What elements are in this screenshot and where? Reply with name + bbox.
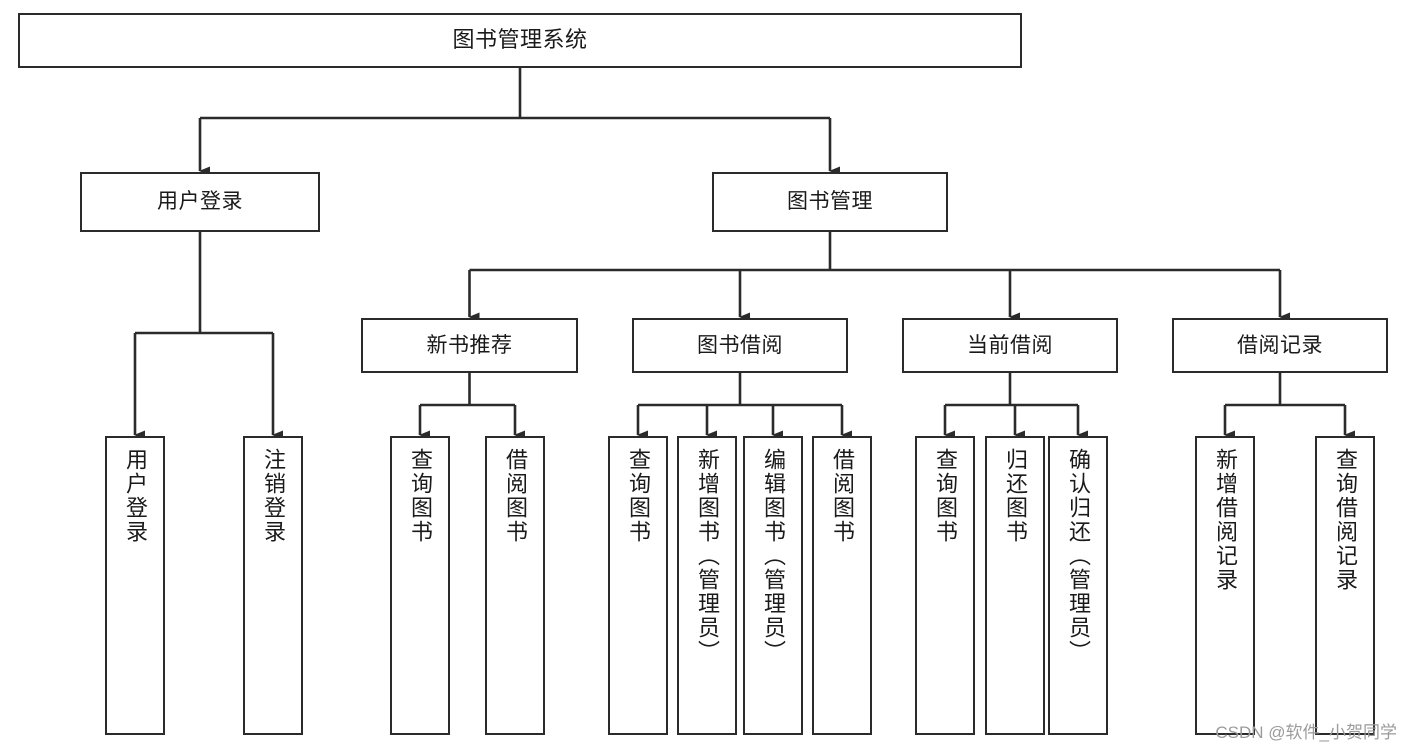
node-user-login[interactable]: 用户登录 <box>80 172 320 232</box>
node-label: 用户登录 <box>123 448 148 544</box>
node-label: 查询图书 <box>626 448 651 544</box>
node-label: 借阅图书 <box>830 448 855 544</box>
leaf-query-book-borrow[interactable]: 查询图书 <box>608 436 668 735</box>
leaf-borrow-book-recommend[interactable]: 借阅图书 <box>485 436 545 735</box>
leaf-query-borrow-record[interactable]: 查询借阅记录 <box>1315 436 1375 735</box>
csdn-watermark: CSDN @软件_小贺同学 <box>1215 723 1397 742</box>
node-current-borrow[interactable]: 当前借阅 <box>902 318 1118 373</box>
node-label: 新书推荐 <box>426 333 513 357</box>
node-borrow-record[interactable]: 借阅记录 <box>1172 318 1388 373</box>
leaf-query-book-current[interactable]: 查询图书 <box>915 436 975 735</box>
edges-group <box>133 68 1355 440</box>
node-label: 图书借阅 <box>697 333 783 357</box>
leaf-confirm-return-admin[interactable]: 确认归还（管理员） <box>1048 436 1108 735</box>
node-label: 查询图书 <box>933 448 958 544</box>
leaf-add-borrow-record[interactable]: 新增借阅记录 <box>1195 436 1255 735</box>
node-book-borrow[interactable]: 图书借阅 <box>632 318 848 373</box>
node-label: 借阅记录 <box>1237 333 1323 357</box>
node-new-book-recommend[interactable]: 新书推荐 <box>361 318 578 373</box>
node-root-system[interactable]: 图书管理系统 <box>18 13 1022 68</box>
node-label: 查询借阅记录 <box>1333 448 1358 592</box>
leaf-borrow-book[interactable]: 借阅图书 <box>812 436 872 735</box>
node-label: 图书管理 <box>787 190 873 214</box>
node-label: 编辑图书（管理员） <box>761 448 786 664</box>
node-label: 借阅图书 <box>503 448 528 544</box>
node-label: 当前借阅 <box>967 333 1053 357</box>
node-label: 查询图书 <box>408 448 433 544</box>
leaf-add-book-admin[interactable]: 新增图书（管理员） <box>677 436 737 735</box>
node-label: 图书管理系统 <box>452 27 588 53</box>
leaf-user-login[interactable]: 用户登录 <box>105 436 165 735</box>
leaf-return-book[interactable]: 归还图书 <box>985 436 1045 735</box>
node-label: 新增图书（管理员） <box>695 448 720 664</box>
node-label: 新增借阅记录 <box>1213 448 1238 592</box>
leaf-edit-book-admin[interactable]: 编辑图书（管理员） <box>743 436 803 735</box>
node-label: 注销登录 <box>261 448 286 544</box>
node-label: 确认归还（管理员） <box>1066 448 1091 664</box>
leaf-query-book-recommend[interactable]: 查询图书 <box>390 436 450 735</box>
node-book-management[interactable]: 图书管理 <box>712 172 948 232</box>
node-label: 归还图书 <box>1003 448 1028 544</box>
node-label: 用户登录 <box>157 190 243 214</box>
leaf-logout[interactable]: 注销登录 <box>243 436 303 735</box>
